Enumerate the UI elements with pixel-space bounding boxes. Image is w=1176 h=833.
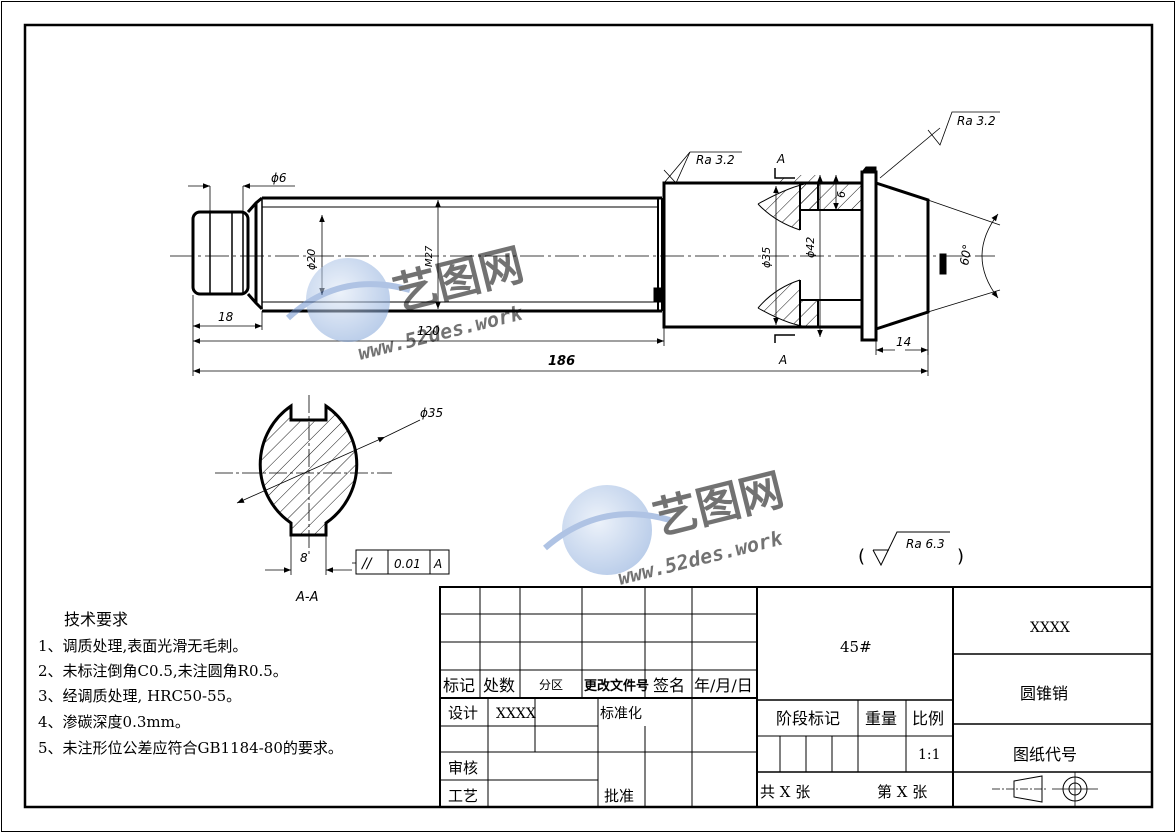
label-approve: 批准 bbox=[604, 787, 634, 805]
dim-m27: M27 bbox=[424, 245, 435, 267]
company-name: XXXX bbox=[1030, 620, 1070, 636]
section-text: ϕ35 8 A-A bbox=[295, 406, 443, 605]
scale-value: 1:1 bbox=[918, 747, 941, 763]
paren-open: ( bbox=[858, 546, 865, 567]
designer-name: XXXX bbox=[496, 706, 536, 722]
cone-tip bbox=[875, 181, 930, 331]
part-name: 圆锥销 bbox=[1020, 684, 1068, 703]
dim-18: 18 bbox=[218, 310, 234, 324]
section-marker-top: A bbox=[776, 152, 785, 166]
main-dimensions bbox=[188, 111, 1001, 376]
material: 45# bbox=[840, 638, 872, 656]
tech-item: 3、经调质处理, HRC50-55。 bbox=[38, 687, 241, 705]
dim-186: 186 bbox=[548, 354, 575, 369]
sheets-total: 共 X 张 bbox=[760, 783, 810, 801]
label-zone: 分区 bbox=[539, 678, 563, 692]
title-block bbox=[439, 586, 1153, 808]
label-review: 审核 bbox=[448, 759, 478, 777]
main-dimension-text: ϕ6 ϕ20 M27 18 120 186 ϕ35 ϕ42 6 14 60° A… bbox=[218, 114, 996, 369]
dim-14: 14 bbox=[896, 335, 911, 349]
label-mark: 标记 bbox=[443, 676, 475, 695]
section-label: A-A bbox=[295, 590, 318, 605]
section-view bbox=[215, 395, 421, 575]
ra-shoulder: Ra 3.2 bbox=[696, 153, 735, 167]
label-standardize: 标准化 bbox=[600, 706, 642, 722]
label-scale: 比例 bbox=[912, 709, 944, 728]
label-signature: 签名 bbox=[653, 676, 685, 695]
label-weight: 重量 bbox=[865, 709, 897, 728]
title-block-text: 标记 处数 分区 更改文件号 签名 年/月/日 设计 XXXX 标准化 审核 工… bbox=[443, 620, 1077, 805]
label-process: 工艺 bbox=[448, 787, 478, 805]
watermark-bottom: 艺图网 www.52des.work bbox=[543, 464, 789, 590]
dim-60: 60° bbox=[957, 243, 974, 266]
section-outline bbox=[258, 403, 359, 537]
label-design: 设计 bbox=[448, 704, 478, 722]
dim-phi6: ϕ6 bbox=[271, 171, 287, 185]
dim-phi35: ϕ35 bbox=[760, 247, 773, 268]
section-dim-8: 8 bbox=[300, 551, 308, 565]
label-count: 处数 bbox=[483, 676, 515, 695]
label-change-doc: 更改文件号 bbox=[584, 678, 649, 694]
dim-6: 6 bbox=[835, 191, 848, 198]
projection-symbol-icon bbox=[992, 772, 1098, 806]
tolerance-frame: // 0.01 A bbox=[355, 549, 450, 575]
label-stage-mark: 阶段标记 bbox=[776, 709, 840, 728]
tolerance-value: 0.01 bbox=[394, 557, 421, 571]
dim-120: 120 bbox=[417, 324, 440, 338]
tolerance-symbol: // bbox=[360, 556, 373, 572]
label-date: 年/月/日 bbox=[694, 676, 753, 695]
paren-close: ) bbox=[957, 546, 964, 567]
dim-phi20: ϕ20 bbox=[305, 249, 318, 270]
general-roughness: ( Ra 6.3 ) bbox=[858, 531, 964, 567]
tech-item: 5、未注形位公差应符合GB1184-80的要求。 bbox=[38, 739, 343, 757]
section-dim-phi35: ϕ35 bbox=[420, 406, 443, 420]
sheet-no: 第 X 张 bbox=[877, 783, 927, 801]
globe-icon bbox=[562, 485, 652, 575]
label-drawing-code: 图纸代号 bbox=[1013, 745, 1077, 764]
tech-title: 技术要求 bbox=[64, 610, 128, 629]
tech-requirements: 技术要求 1、调质处理,表面光滑无毛刺。 2、未标注倒角C0.5,未注圆角R0.… bbox=[38, 610, 343, 757]
dim-phi42: ϕ42 bbox=[804, 237, 817, 258]
nut-block bbox=[191, 210, 250, 296]
tolerance-datum: A bbox=[433, 557, 442, 571]
globe-icon bbox=[306, 258, 390, 342]
section-marker-bottom: A bbox=[778, 353, 787, 367]
tech-item: 4、渗碳深度0.3mm。 bbox=[38, 713, 190, 731]
ra-cone: Ra 3.2 bbox=[957, 114, 996, 128]
ra-general: Ra 6.3 bbox=[906, 537, 945, 551]
tech-item: 2、未标注倒角C0.5,未注圆角R0.5。 bbox=[38, 662, 288, 680]
tech-item: 1、调质处理,表面光滑无毛刺。 bbox=[38, 637, 247, 655]
